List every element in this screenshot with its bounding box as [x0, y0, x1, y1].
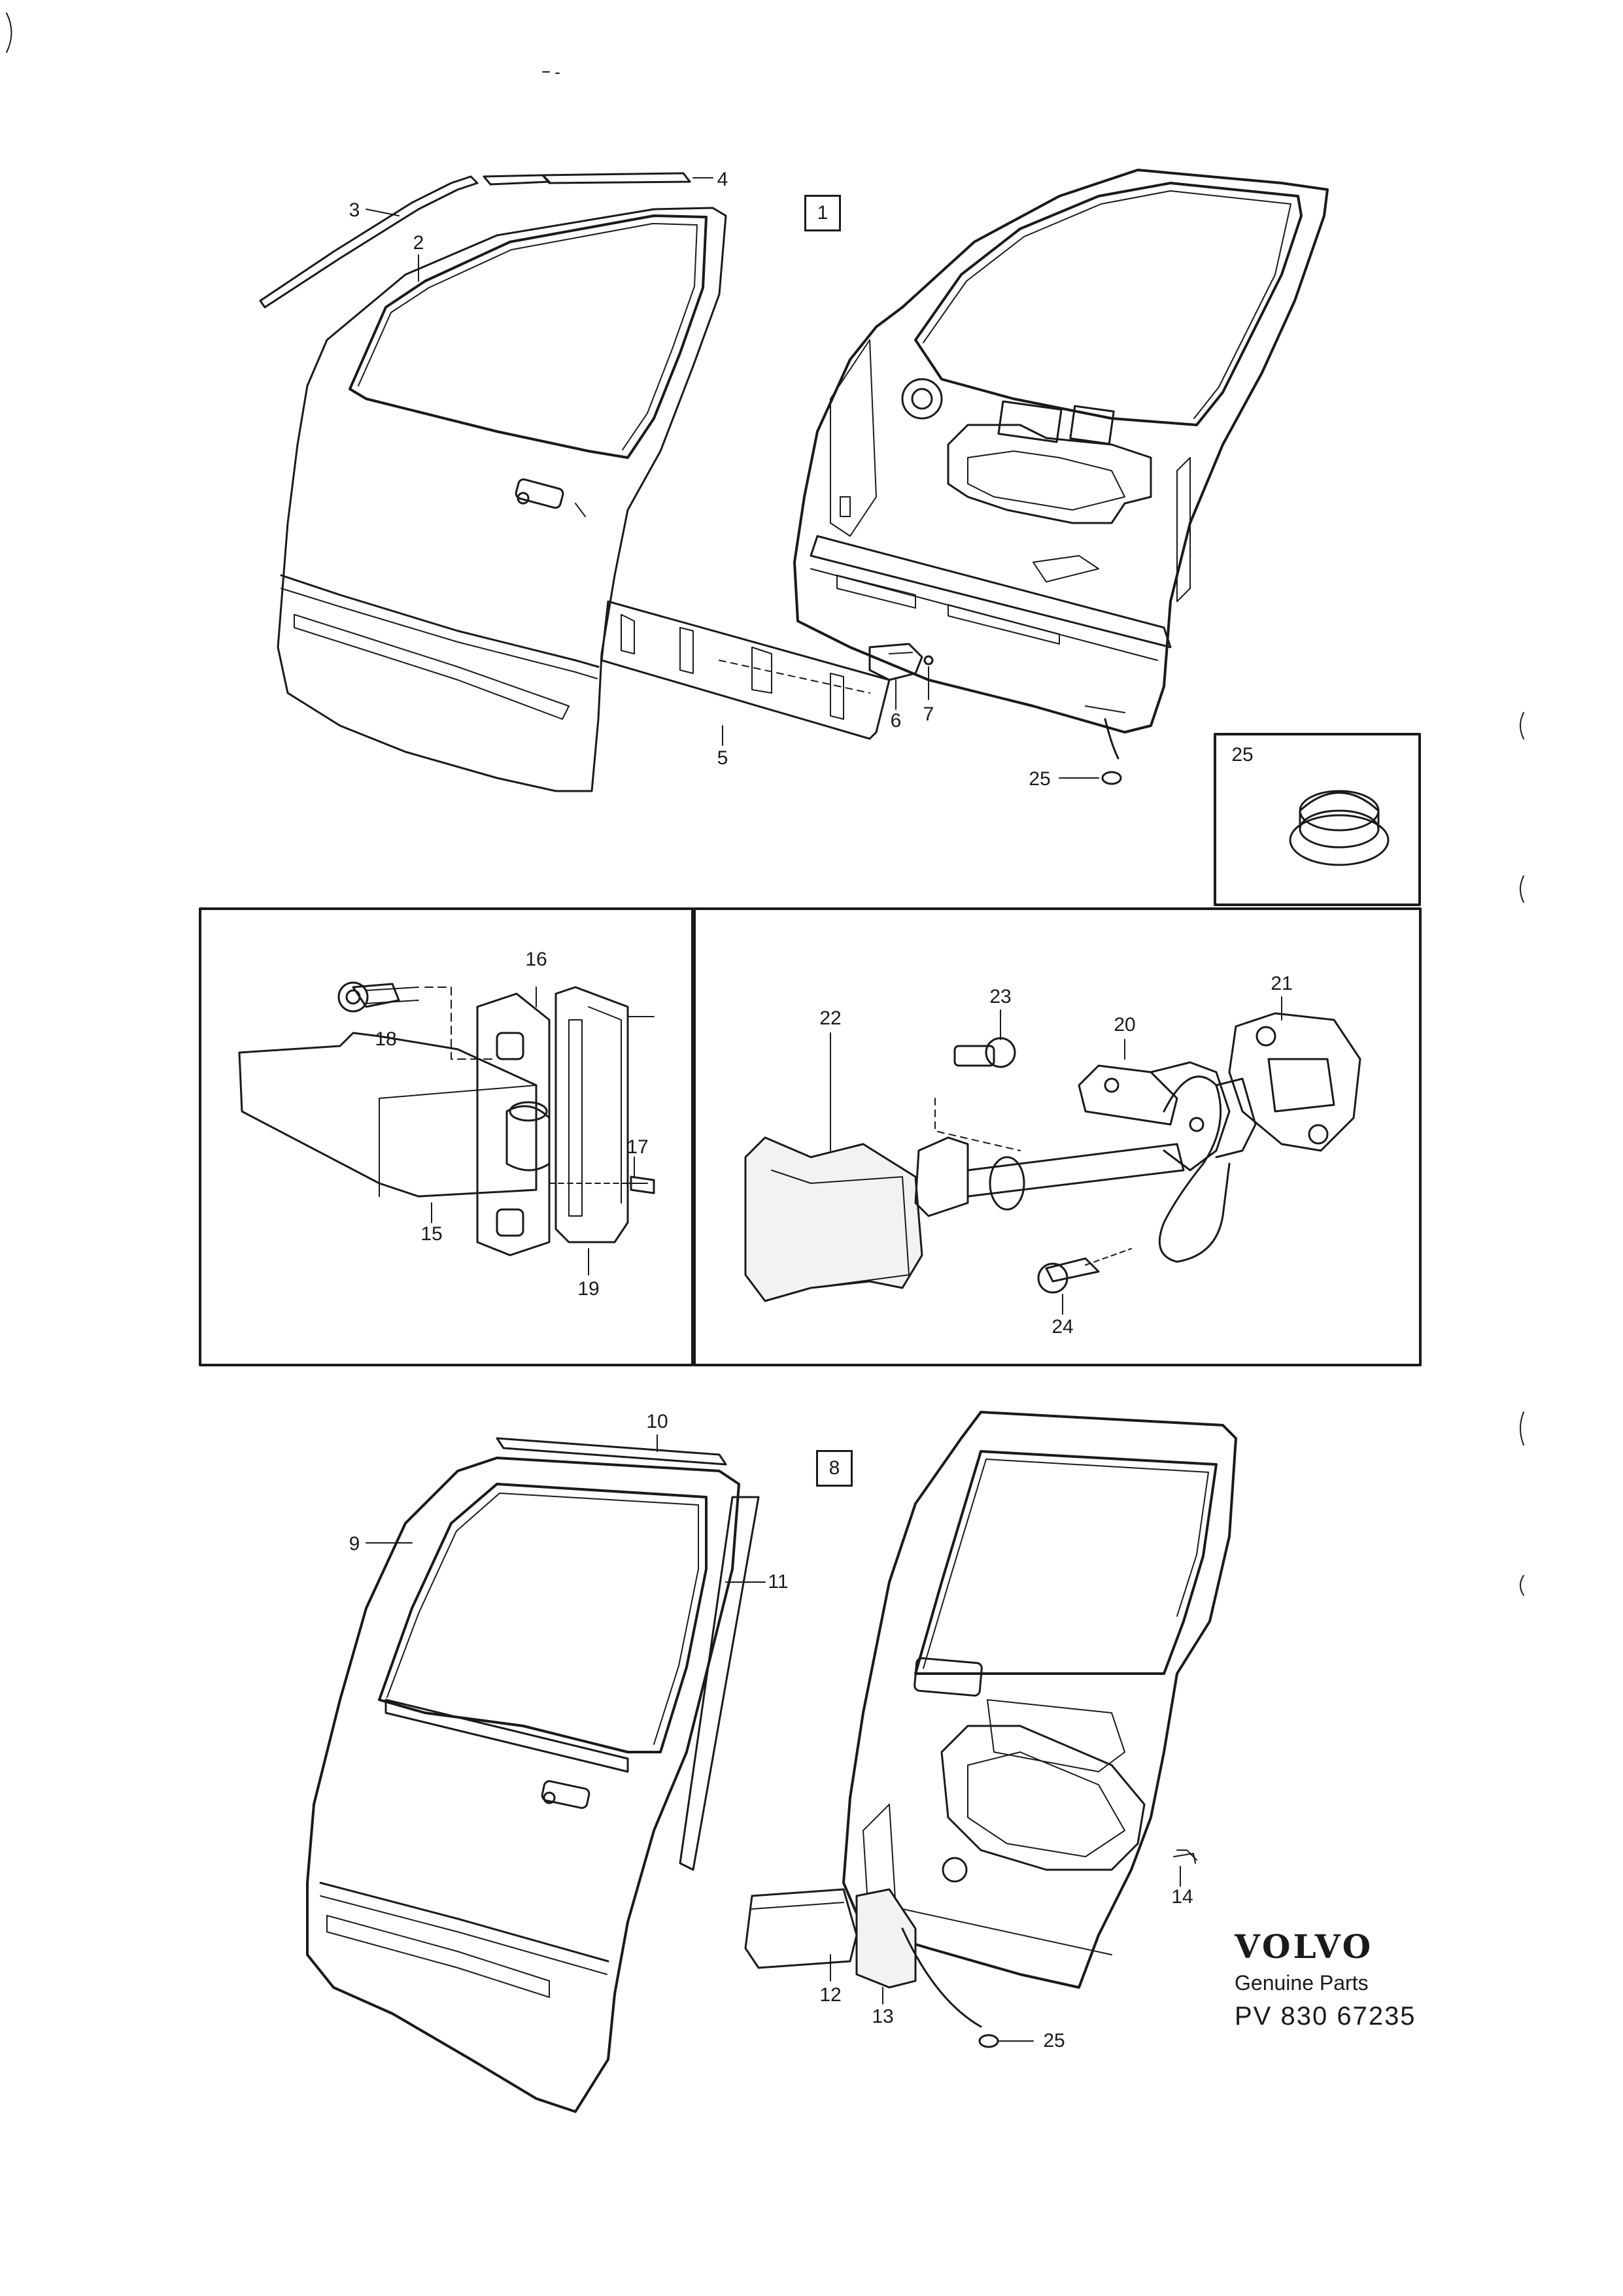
- callout-18: 18: [375, 1028, 397, 1050]
- rear-door-blocks: [745, 1889, 1033, 2047]
- front-door-inner: [794, 170, 1327, 732]
- hinge-right-panel: [694, 909, 1420, 1365]
- callout-24: 24: [1051, 1316, 1074, 1338]
- callout-15: 15: [420, 1223, 443, 1245]
- callout-22: 22: [819, 1007, 842, 1029]
- callout-16: 16: [525, 949, 547, 970]
- margin-marks: [7, 13, 1524, 1595]
- front-door-mouldings: [260, 173, 690, 307]
- callout-2: 2: [413, 232, 424, 254]
- check-strap-assembly: [745, 1013, 1360, 1301]
- callout-6: 6: [890, 710, 902, 732]
- callout-7: 7: [923, 703, 934, 725]
- hinge-left-panel: [200, 909, 692, 1365]
- callout-17: 17: [626, 1136, 649, 1158]
- callout-13: 13: [872, 2006, 894, 2027]
- callout-19: 19: [577, 1278, 600, 1300]
- callout-12: 12: [819, 1984, 842, 2006]
- front-door-trim-strip: [602, 601, 932, 739]
- front-plug: [1059, 719, 1121, 784]
- volvo-logo: VOLVO: [1235, 1927, 1374, 1966]
- callout-5: 5: [717, 747, 728, 769]
- rear-door-inner: [844, 1412, 1236, 1987]
- callout-20: 20: [1114, 1014, 1136, 1036]
- callout-25-front: 25: [1029, 768, 1051, 790]
- callout-14: 14: [1171, 1886, 1193, 1908]
- callout-9: 9: [349, 1533, 360, 1555]
- brand-subtitle: Genuine Parts: [1235, 1971, 1369, 1995]
- callout-21: 21: [1271, 973, 1293, 994]
- callout-3: 3: [349, 199, 360, 221]
- callout-4: 4: [717, 169, 728, 190]
- callout-11: 11: [768, 1571, 789, 1593]
- brand-block: VOLVO Genuine Parts PV 830 67235: [1235, 1927, 1450, 2031]
- callout-25-rear: 25: [1043, 2030, 1065, 2051]
- part-number: PV 830 67235: [1235, 2002, 1416, 2031]
- callout-10: 10: [646, 1411, 668, 1432]
- leader-lines: [366, 178, 1282, 2004]
- plug-inset-box: [1215, 734, 1420, 905]
- callout-23: 23: [989, 986, 1012, 1007]
- hinge-assembly-left: [239, 983, 654, 1255]
- section-label-front-door: 1: [804, 195, 841, 231]
- rear-door-outer: [307, 1438, 759, 2112]
- section-label-plug-inset: 25: [1231, 744, 1254, 766]
- plug-drawing: [1290, 791, 1388, 865]
- front-door-outer: [278, 208, 726, 791]
- section-label-rear-door: 8: [816, 1450, 853, 1487]
